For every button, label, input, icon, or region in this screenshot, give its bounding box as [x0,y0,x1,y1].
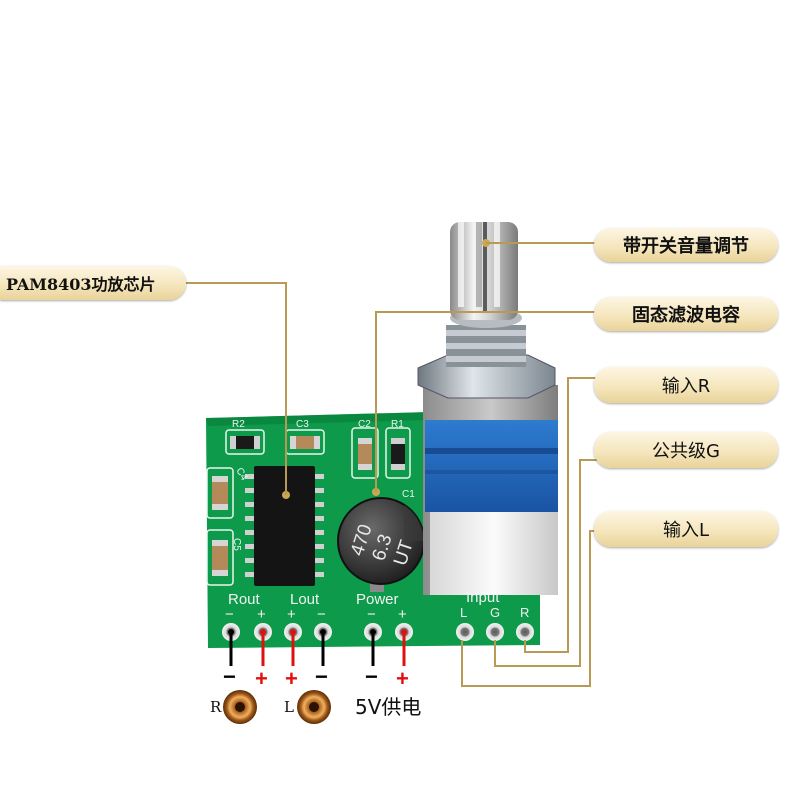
smd-capacitor-c2 [358,438,372,470]
callout-input-r: 输入R [594,367,778,403]
silk-c5: C5 [231,538,242,551]
callout-common-g: 公共级G [594,432,778,468]
l-speaker-minus: − [315,664,328,689]
electrolytic-capacitor: 470 6.3 UT [337,488,425,592]
l-speaker-plus: + [285,666,298,691]
speaker-r-label: R [210,698,222,716]
callout-leader-lines [150,242,598,687]
callout-input-l: 输入L [594,511,778,547]
supply-minus: − [365,664,378,689]
callout-solid-capacitor: 固态滤波电容 [594,297,778,331]
callout-pam8403-chip: PAM8403功放芯片 [0,266,186,300]
speaker-right-icon [223,690,257,724]
silk-c1: C1 [402,489,415,500]
smd-capacitor-c3 [290,436,320,449]
lout-plus-mark: + [287,606,296,623]
pam8403-chip [245,466,324,586]
r-speaker-minus: − [223,664,236,689]
smd-resistor-r2 [230,436,260,449]
input-pads [456,623,534,641]
smd-capacitor-c5 [212,540,228,576]
silk-c2: C2 [358,419,371,430]
input-g-mark: G [490,605,500,620]
volume-potentiometer [417,222,558,595]
speaker-l-label: L [284,698,294,716]
power-minus-mark: − [367,606,376,623]
lout-minus-mark: − [317,606,326,623]
rout-minus-mark: − [225,606,234,623]
supply-label: 5V供电 [355,695,421,719]
rout-label: Rout [228,591,261,608]
silk-r2: R2 [232,419,245,430]
power-plus-mark: + [398,606,407,623]
speaker-left-icon [297,690,331,724]
silk-r1: R1 [391,419,404,430]
input-r-mark: R [520,605,529,620]
lout-label: Lout [290,591,320,608]
callout-switch-volume: 带开关音量调节 [594,228,778,262]
output-wires [228,629,407,666]
r-speaker-plus: + [255,666,268,691]
rout-plus-mark: + [257,606,266,623]
smd-capacitor-c4 [212,476,228,510]
smd-resistor-r1 [391,438,405,470]
power-label: Power [356,591,399,608]
silk-c3: C3 [296,419,309,430]
input-label: Input [466,589,500,606]
supply-plus: + [396,666,409,691]
input-l-mark: L [460,605,467,620]
